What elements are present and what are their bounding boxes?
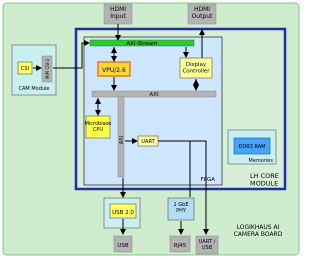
usb20-label: USB 2.0 xyxy=(112,210,134,216)
cam-module-label: CAM Module xyxy=(19,86,50,92)
ddr3-ram-label: DDR3 RAM xyxy=(239,144,266,150)
uart-usb-connector-label: UART /USB xyxy=(199,239,216,251)
label-line: Output xyxy=(192,13,213,20)
usb20-block xyxy=(109,203,137,219)
label-line: Microblaze xyxy=(85,121,112,127)
uart-label: UART xyxy=(141,139,155,145)
gbe-phy-block xyxy=(167,197,195,221)
csi-block xyxy=(17,61,33,75)
label-line: LOGIKHAUS AI xyxy=(237,224,280,231)
uart-connector-line xyxy=(158,140,209,235)
label-line: MODULE xyxy=(250,179,278,187)
mipi-csi2-label: MIPI CSI-2 xyxy=(45,59,50,79)
label-line: CAMERA BOARD xyxy=(234,231,283,238)
axi-stream-bar xyxy=(89,39,195,47)
label-line: CPU xyxy=(93,127,104,133)
axi-vertical-label: AXI xyxy=(119,136,125,144)
fpga-label: FPGA xyxy=(200,177,215,183)
axi-bus-label: AXI xyxy=(149,92,159,98)
vpu-label: VPU/2.6 xyxy=(102,67,126,74)
vpu-block xyxy=(97,61,131,77)
mipi-csi2-connector xyxy=(41,55,53,83)
label-line: Controller xyxy=(182,68,210,74)
hdmi-output-connector xyxy=(187,3,217,25)
label-line: HDMI xyxy=(194,6,210,13)
axi-stream-label: AXI-Stream xyxy=(126,41,157,47)
label-line: Input xyxy=(110,13,126,20)
rj45-connector xyxy=(169,235,191,253)
label-line: USB xyxy=(202,245,213,251)
usb-connector-label: USB xyxy=(117,243,129,249)
ddr3-ram-block xyxy=(233,137,271,155)
microblaze-cpu-block xyxy=(85,115,111,139)
label-line: LH CORE xyxy=(250,172,279,180)
usb-connector xyxy=(113,235,133,253)
csi-label: CSI xyxy=(21,66,29,72)
axi-vertical-bar xyxy=(117,96,125,178)
uart-usb-connector xyxy=(195,235,219,255)
label-line: 1 GbE xyxy=(174,202,189,208)
rj45-connector-label: RJ45 xyxy=(174,243,187,249)
label-line: HDMI xyxy=(110,6,126,13)
label-line: Display xyxy=(186,62,207,68)
memories-label: Memories xyxy=(249,158,274,164)
display-controller-block xyxy=(179,57,213,79)
mipi-stream-line xyxy=(53,40,90,69)
axi-bus-bar xyxy=(91,90,217,98)
label-line: PHY xyxy=(176,208,187,214)
label-line: UART / xyxy=(199,239,216,245)
